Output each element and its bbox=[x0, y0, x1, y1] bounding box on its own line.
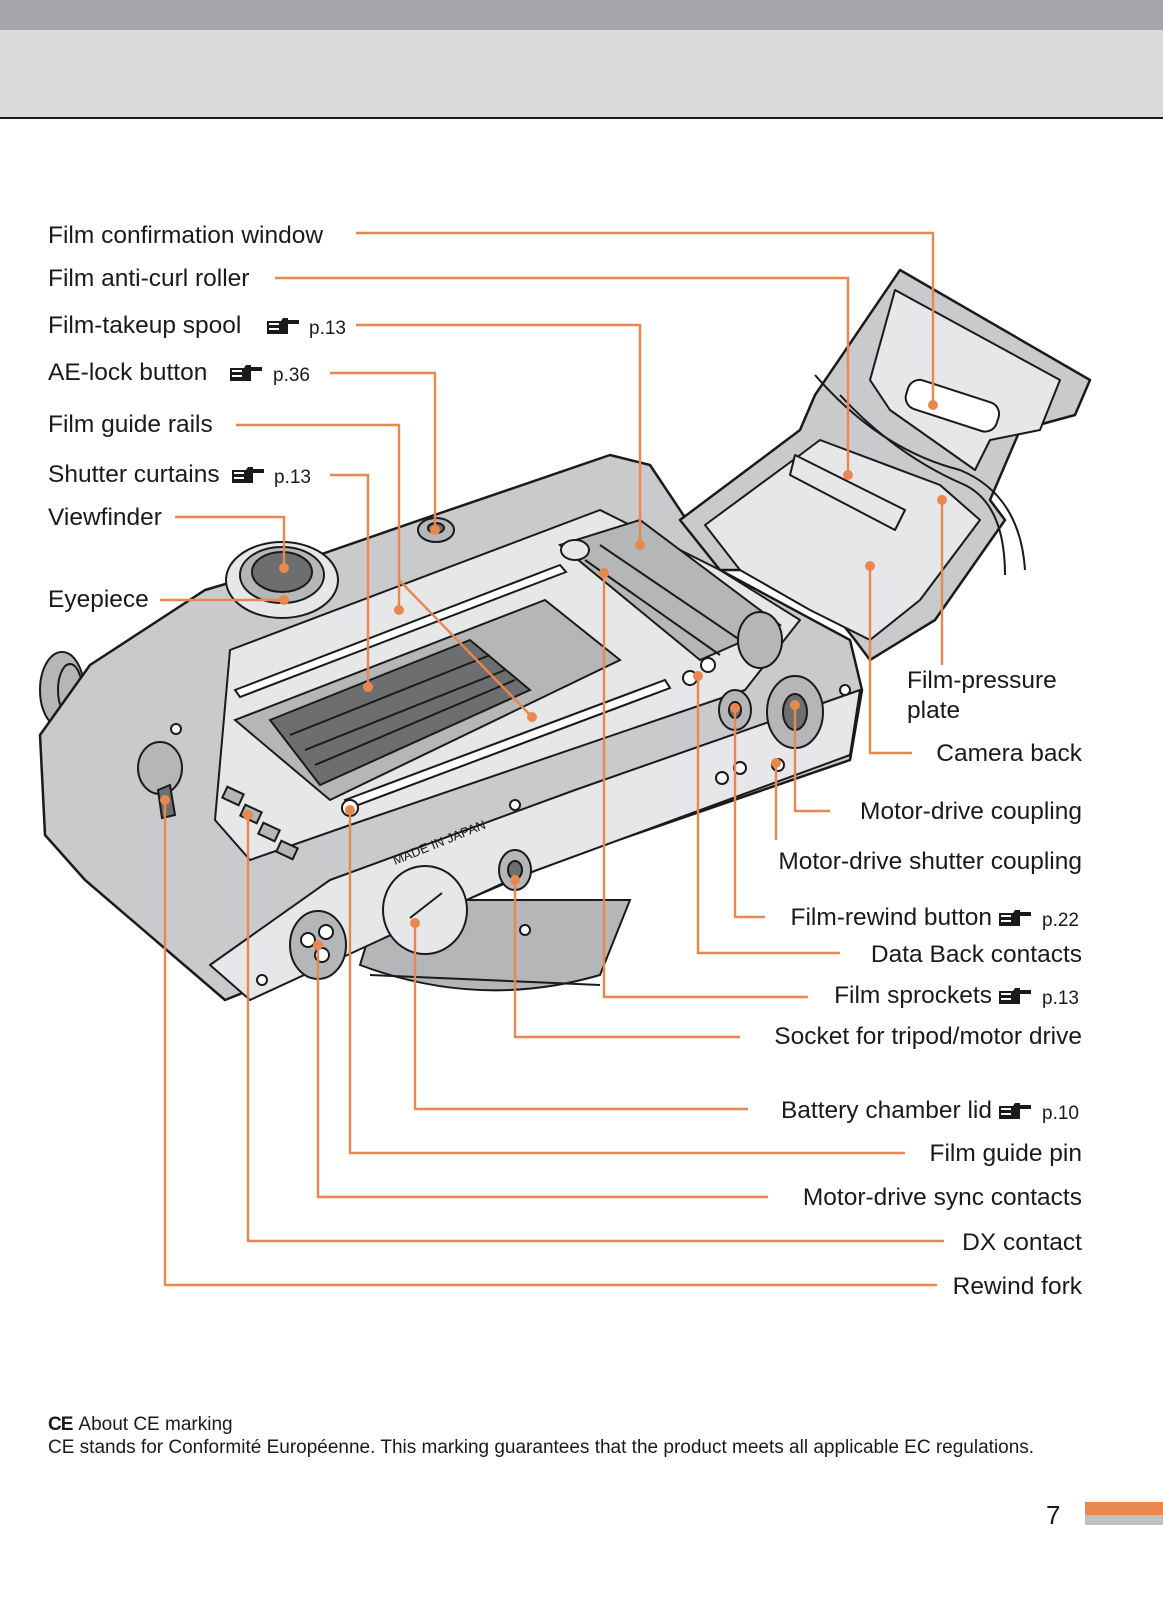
label-data-back-contacts: Data Back contacts bbox=[871, 941, 1082, 968]
page-ref-hand-icon bbox=[232, 467, 264, 483]
label-motor-drive-coupling: Motor-drive coupling bbox=[860, 798, 1082, 825]
ref-film-sprockets: p.13 bbox=[1042, 988, 1079, 1009]
label-shutter-curtains: Shutter curtains bbox=[48, 461, 220, 488]
header-band-dark bbox=[0, 0, 1163, 30]
label-socket-tripod: Socket for tripod/motor drive bbox=[774, 1023, 1082, 1050]
label-viewfinder: Viewfinder bbox=[48, 504, 162, 531]
label-ae-lock-button: AE-lock button bbox=[48, 359, 207, 386]
label-battery-chamber-lid: Battery chamber lid bbox=[781, 1097, 992, 1124]
header-band-light bbox=[0, 30, 1163, 118]
right-labels: Film-pressure plate Camera back Motor-dr… bbox=[774, 667, 1082, 1300]
page-ref-hand-icon bbox=[999, 1103, 1031, 1119]
label-eyepiece: Eyepiece bbox=[48, 586, 149, 613]
page-ref-hand-icon bbox=[999, 910, 1031, 926]
label-film-takeup-spool: Film-takeup spool bbox=[48, 312, 241, 339]
label-film-pressure-plate: Film-pressure bbox=[907, 667, 1057, 694]
page-tab-gray bbox=[1085, 1515, 1163, 1525]
label-dx-contact: DX contact bbox=[962, 1229, 1082, 1256]
page-tab-orange bbox=[1085, 1502, 1163, 1515]
ref-battery-chamber-lid: p.10 bbox=[1042, 1103, 1079, 1124]
ce-mark-icon: CE bbox=[48, 1414, 73, 1435]
ce-note-title: About CE marking bbox=[78, 1414, 233, 1435]
ce-note-body: CE stands for Conformité Européenne. Thi… bbox=[48, 1437, 1035, 1458]
label-film-guide-pin: Film guide pin bbox=[929, 1140, 1082, 1167]
label-film-rewind-button: Film-rewind button bbox=[790, 904, 992, 931]
page-ref-hand-icon bbox=[230, 365, 262, 381]
label-film-sprockets: Film sprockets bbox=[834, 982, 992, 1009]
ref-ae-lock-button: p.36 bbox=[273, 365, 310, 386]
camera-illustration: MADE IN JAPAN bbox=[38, 268, 1092, 1002]
label-rewind-fork: Rewind fork bbox=[953, 1273, 1083, 1300]
page-ref-hand-icon bbox=[999, 988, 1031, 1004]
page-ref-hand-icon bbox=[267, 318, 299, 334]
header-rule bbox=[0, 117, 1163, 119]
label-motor-drive-shutter-coupling: Motor-drive shutter coupling bbox=[778, 848, 1082, 875]
label-film-confirmation-window: Film confirmation window bbox=[48, 222, 323, 249]
label-motor-drive-sync-contacts: Motor-drive sync contacts bbox=[803, 1184, 1082, 1211]
left-labels: Film confirmation window Film anti-curl … bbox=[48, 222, 346, 613]
label-film-guide-rails: Film guide rails bbox=[48, 411, 213, 438]
leader-lines bbox=[160, 231, 947, 1287]
ref-film-rewind-button: p.22 bbox=[1042, 910, 1079, 931]
page-number: 7 bbox=[1046, 1500, 1061, 1530]
label-film-pressure-plate-line2: plate bbox=[907, 697, 960, 724]
ref-film-takeup-spool: p.13 bbox=[309, 318, 346, 339]
label-film-anti-curl-roller: Film anti-curl roller bbox=[48, 265, 249, 292]
ref-shutter-curtains: p.13 bbox=[274, 467, 311, 488]
label-camera-back: Camera back bbox=[936, 740, 1082, 767]
